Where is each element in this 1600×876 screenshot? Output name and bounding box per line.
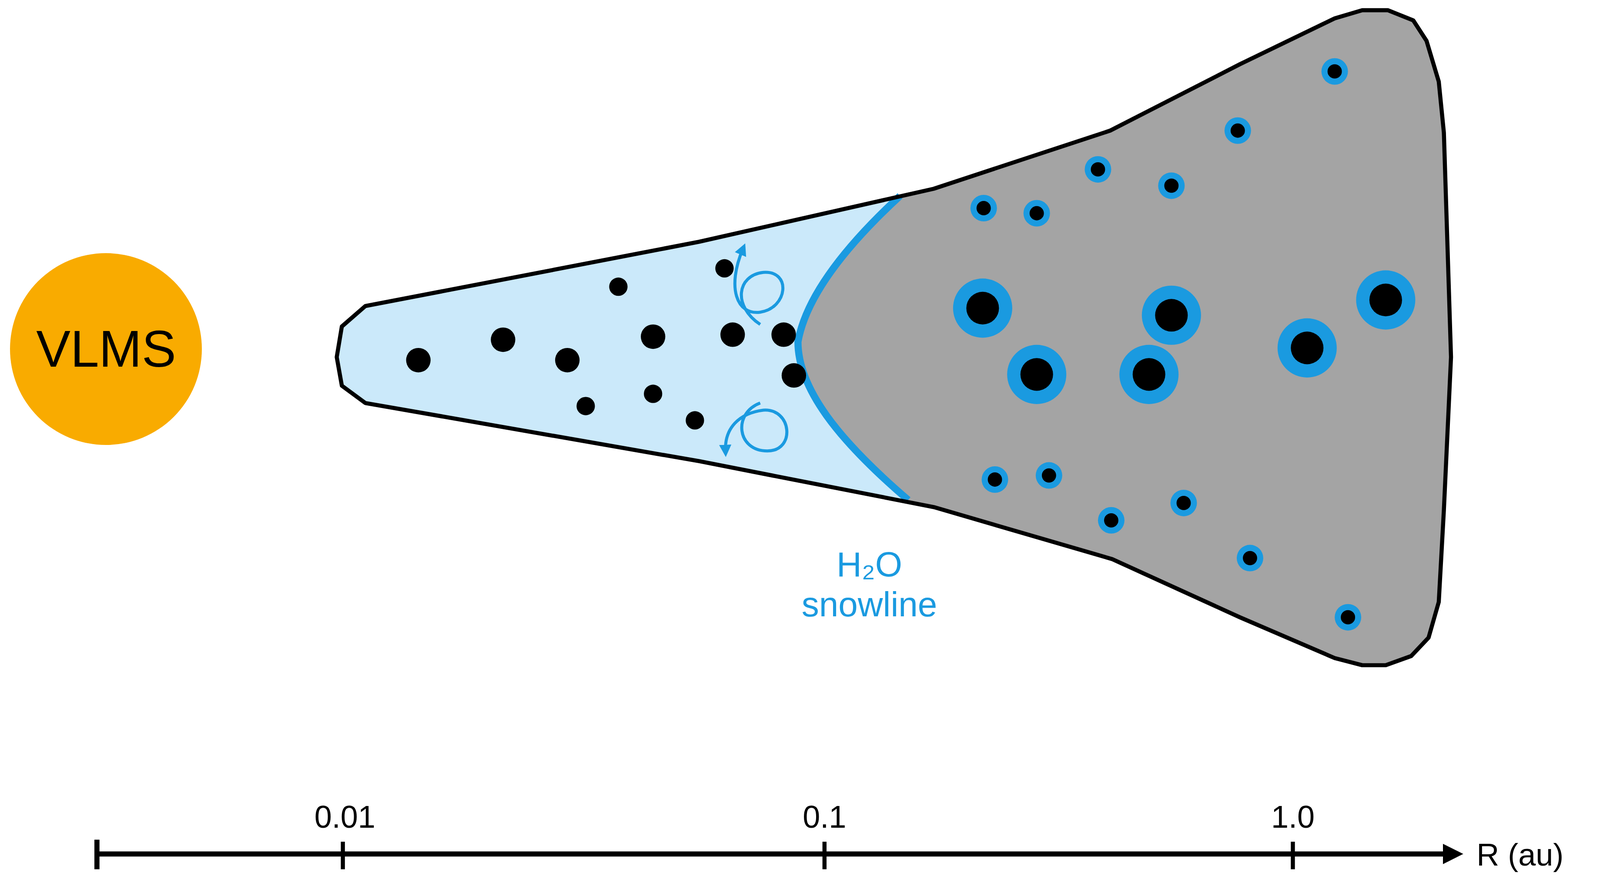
ice-mantle: [1277, 318, 1337, 378]
icy-grain: [970, 194, 998, 222]
icy-grain: [1084, 156, 1112, 183]
disk: [0, 0, 1452, 876]
icy-grain: [1170, 489, 1197, 517]
grain-core: [1290, 331, 1324, 365]
ice-mantle: [1141, 285, 1202, 345]
grain-core: [1327, 64, 1343, 79]
node-label: VLMS: [36, 319, 176, 379]
grain-core: [1242, 551, 1258, 566]
grain-core: [976, 200, 991, 216]
ice-mantle: [1097, 507, 1125, 534]
axis-end: [94, 839, 100, 870]
inner-dry-region: [0, 0, 909, 876]
ice-mantle: [1321, 58, 1349, 85]
ice-mantle: [1334, 604, 1362, 631]
dust-grain: [685, 411, 704, 430]
ice-mantle: [1035, 462, 1063, 489]
icy-grain: [1097, 507, 1125, 534]
icy-grain: [953, 278, 1013, 338]
ice-mantle: [1236, 545, 1264, 572]
grain-core: [1020, 358, 1054, 391]
snowline-curve: [797, 195, 908, 500]
eddy-arrow: [734, 248, 783, 325]
tick-label: 1.0: [1271, 799, 1315, 836]
axis-tick: [822, 841, 827, 870]
axis-line: [97, 851, 1447, 857]
dry-grains: [406, 259, 807, 430]
axis-title: R (au): [1476, 836, 1564, 874]
eddy-arrow: [725, 403, 787, 452]
icy-grains: [953, 58, 1416, 631]
dust-grain: [490, 327, 516, 352]
icy-grain: [1277, 318, 1337, 378]
turbulent-eddies: [725, 248, 787, 451]
icy-grain: [1334, 604, 1362, 631]
tick-label: 0.1: [802, 799, 847, 836]
grain-core: [1176, 495, 1192, 511]
snowline-label: H₂O snowline: [778, 544, 961, 625]
dust-grain: [720, 322, 745, 347]
dust-grain: [640, 324, 666, 349]
outer-icy-region: [336, 10, 1451, 666]
grain-core: [1230, 123, 1246, 138]
ice-mantle: [1355, 270, 1416, 330]
dust-grain: [643, 384, 663, 403]
dust-grain: [781, 363, 807, 388]
grain-core: [1029, 206, 1045, 221]
ice-mantle: [1023, 200, 1051, 227]
star-circle: VLMS: [10, 253, 202, 446]
grain-core: [1340, 610, 1356, 625]
icy-grain: [1035, 462, 1063, 489]
icy-grain: [1236, 545, 1264, 572]
icy-grain: [1119, 344, 1179, 405]
grain-core: [1091, 162, 1106, 177]
dust-grain: [406, 348, 431, 373]
ice-mantle: [1170, 489, 1197, 517]
icy-grain: [1141, 285, 1202, 345]
dust-grain: [771, 322, 796, 347]
ice-mantle: [1224, 117, 1252, 144]
ice-mantle: [1007, 344, 1067, 405]
icy-grain: [1321, 58, 1349, 85]
icy-grain: [981, 466, 1009, 493]
icy-grain: [1007, 344, 1067, 405]
radius-axis: [97, 839, 1447, 870]
dust-grain: [576, 396, 595, 416]
grain-core: [1041, 468, 1057, 483]
grain-core: [1369, 283, 1403, 317]
dust-grain: [715, 259, 734, 278]
grain-core: [987, 472, 1003, 487]
ice-mantle: [981, 466, 1009, 493]
dust-grain: [555, 348, 580, 373]
ice-mantle: [953, 278, 1013, 338]
axis-tick: [340, 841, 345, 870]
axis-tick: [1290, 841, 1295, 870]
ice-mantle: [970, 194, 998, 222]
icy-grain: [1355, 270, 1416, 330]
ice-mantle: [1158, 172, 1185, 199]
grain-core: [1104, 513, 1119, 528]
icy-grain: [1158, 172, 1185, 199]
grain-core: [966, 291, 999, 325]
ice-mantle: [1084, 156, 1112, 183]
icy-grain: [1023, 200, 1051, 227]
disk-outline: [336, 10, 1451, 666]
grain-core: [1164, 178, 1179, 193]
grain-core: [1132, 358, 1166, 391]
ice-mantle: [1119, 344, 1179, 405]
icy-grain: [1224, 117, 1252, 144]
tick-label: 0.01: [314, 799, 376, 836]
grain-core: [1154, 298, 1188, 332]
dust-grain: [609, 277, 628, 296]
